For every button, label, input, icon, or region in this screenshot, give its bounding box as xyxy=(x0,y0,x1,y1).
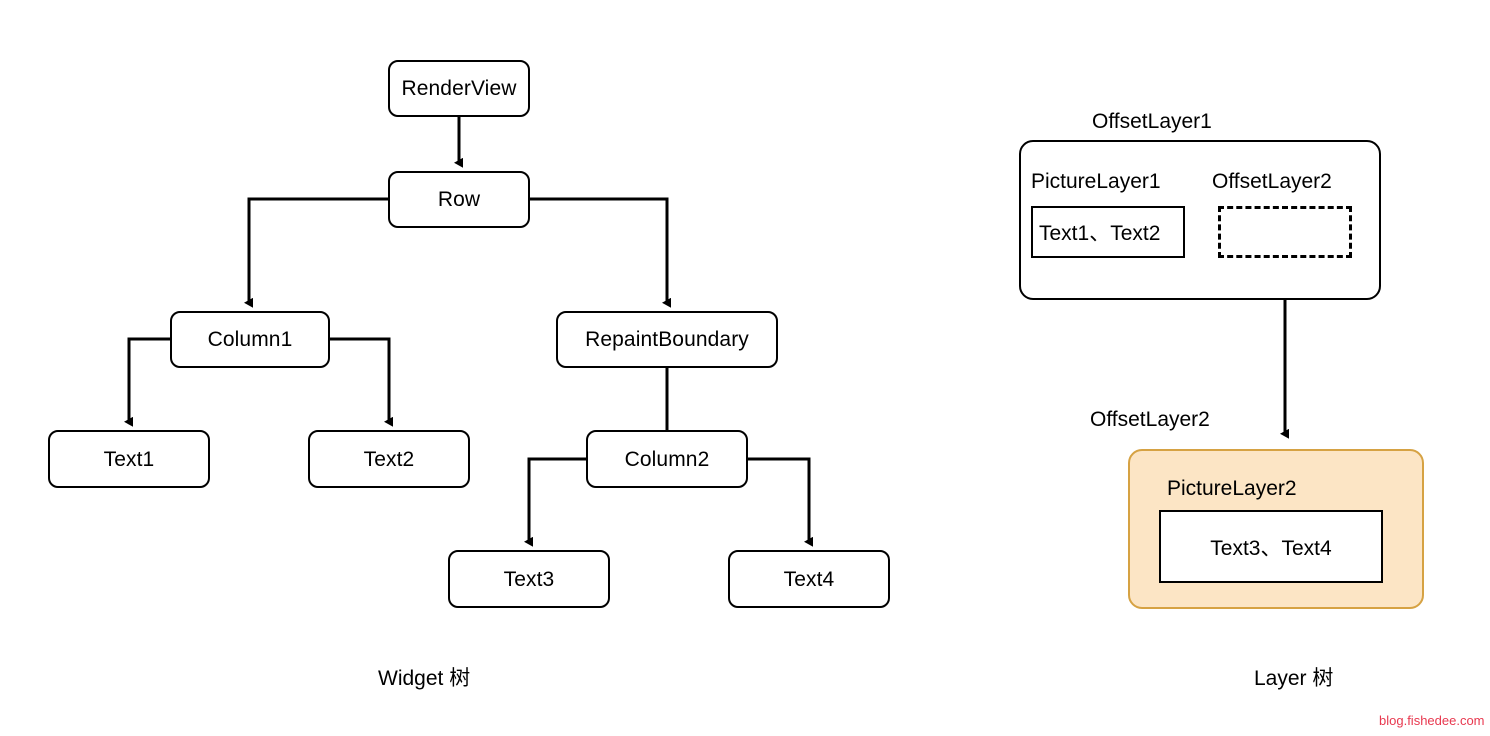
node-renderview-label: RenderView xyxy=(401,77,517,100)
node-column1[interactable]: Column1 xyxy=(170,311,330,368)
layer-tree-caption: Layer 树 xyxy=(1254,667,1334,690)
node-text4-label: Text4 xyxy=(783,567,835,591)
edge-column2-text3 xyxy=(524,457,586,547)
picturelayer1-content-label: Text1、Text2 xyxy=(1039,222,1161,245)
edge-column2-text4 xyxy=(748,457,813,547)
picturelayer1-label: PictureLayer1 xyxy=(1031,170,1161,193)
offsetlayer2-inline-label: OffsetLayer2 xyxy=(1212,170,1332,193)
offsetlayer2-label: OffsetLayer2 xyxy=(1090,408,1210,431)
node-repaintboundary[interactable]: RepaintBoundary xyxy=(556,311,778,368)
node-text2-label: Text2 xyxy=(363,447,415,471)
node-row-label: Row xyxy=(437,188,481,211)
offsetlayer2-placeholder-box[interactable] xyxy=(1218,206,1352,258)
edge-column1-text1 xyxy=(124,337,170,427)
node-renderview[interactable]: RenderView xyxy=(388,60,530,117)
node-text2[interactable]: Text2 xyxy=(308,430,470,488)
node-text1-label: Text1 xyxy=(103,447,155,471)
offsetlayer1-label: OffsetLayer1 xyxy=(1092,110,1212,133)
node-text4[interactable]: Text4 xyxy=(728,550,890,608)
picturelayer2-content-box[interactable]: Text3、Text4 xyxy=(1159,510,1383,583)
node-column2-label: Column2 xyxy=(624,447,710,471)
node-text3-label: Text3 xyxy=(503,567,555,591)
edge-column1-text2 xyxy=(330,337,393,427)
picturelayer1-content-box[interactable]: Text1、Text2 xyxy=(1031,206,1185,258)
node-repaintboundary-label: RepaintBoundary xyxy=(585,328,749,351)
node-column1-label: Column1 xyxy=(207,328,293,351)
node-text3[interactable]: Text3 xyxy=(448,550,610,608)
node-row[interactable]: Row xyxy=(388,171,530,228)
edge-row-repaintboundary xyxy=(530,197,671,308)
picturelayer2-label: PictureLayer2 xyxy=(1167,477,1297,500)
watermark: blog.fishedee.com xyxy=(1379,713,1485,728)
node-text1[interactable]: Text1 xyxy=(48,430,210,488)
node-column2[interactable]: Column2 xyxy=(586,430,748,488)
edge-row-column1 xyxy=(244,197,388,308)
widget-tree-caption: Widget 树 xyxy=(378,667,471,690)
picturelayer2-content-label: Text3、Text4 xyxy=(1210,536,1332,560)
